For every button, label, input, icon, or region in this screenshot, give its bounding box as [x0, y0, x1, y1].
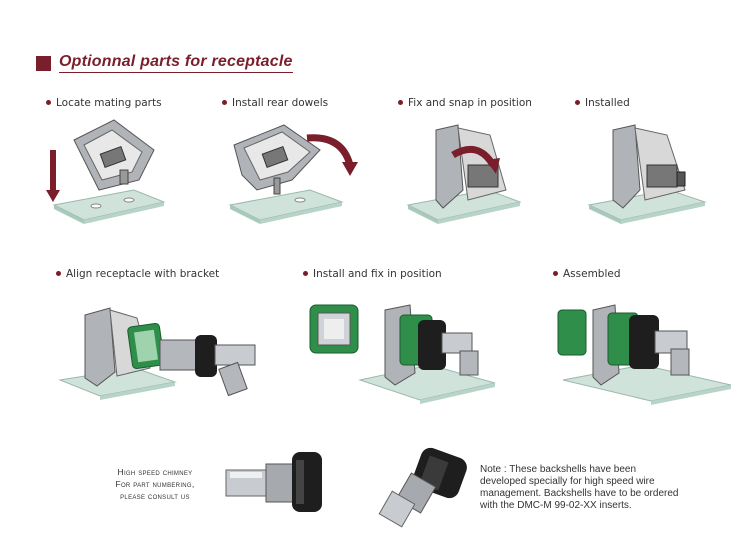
align-receptacle-illustration — [58, 307, 256, 400]
bracket-illustration-rear-dowels — [228, 124, 358, 224]
step-label-5: Align receptacle with bracket — [56, 268, 219, 280]
section-title: Optionnal parts for receptacle — [36, 53, 293, 73]
step-label-3: Fix and snap in position — [398, 97, 532, 109]
high-speed-chimney-illustration — [225, 452, 322, 512]
bullet-icon — [46, 99, 51, 105]
high-speed-chimney-caption: High speed chimney For part numbering, p… — [115, 467, 195, 501]
bullet-icon — [575, 99, 580, 105]
bracket-illustration-installed — [587, 124, 707, 224]
bullet-icon — [222, 99, 227, 105]
backshell-note: Note : These backshells have been develo… — [480, 464, 679, 511]
bracket-illustration-snap — [406, 124, 522, 224]
step-label-7: Assembled — [553, 268, 621, 280]
step-label-4: Installed — [575, 97, 630, 109]
backshell-illustration — [378, 447, 467, 528]
step-label-6: Install and fix in position — [303, 268, 442, 280]
bullet-icon — [553, 270, 558, 276]
page-title: Optionnal parts for receptacle — [59, 53, 293, 73]
bracket-illustration — [46, 119, 166, 224]
bullet-icon — [303, 270, 308, 276]
step-label-1: Locate mating parts — [46, 97, 162, 109]
bullet-icon — [56, 270, 61, 276]
bullet-icon — [398, 99, 403, 105]
install-fix-illustration — [309, 304, 496, 404]
title-square-icon — [36, 55, 51, 71]
assembled-illustration — [557, 304, 732, 405]
step-label-2: Install rear dowels — [222, 97, 328, 109]
